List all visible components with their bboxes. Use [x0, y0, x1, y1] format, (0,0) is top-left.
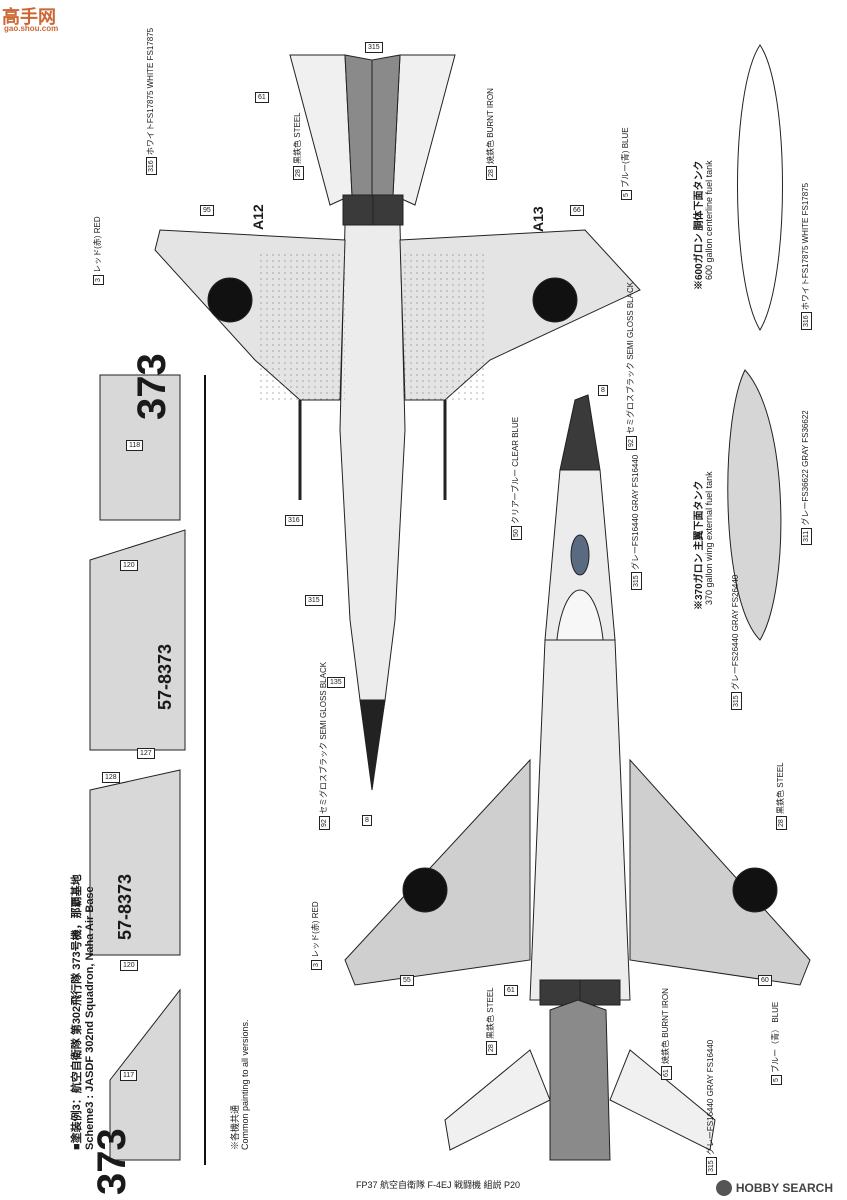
callout-steel-top: 28 黒鉄色 STEEL	[292, 112, 304, 180]
label-a13: A13	[530, 206, 546, 232]
callout-red-top: 3 レッド(赤) RED	[92, 216, 104, 285]
scheme-title-en: Scheme3 : JASDF 302nd Squadron, Naha Air…	[84, 886, 96, 1150]
decal-127: 127	[137, 748, 155, 759]
decal-120: 120	[120, 560, 138, 571]
num-66: 66	[570, 205, 584, 216]
label-a12: A12	[250, 204, 266, 230]
side-profiles	[89, 374, 186, 1161]
serial-1: 57-8373	[155, 643, 175, 710]
wing-tank-color-2: 315 グレーFS26440 GRAY FS26440	[730, 575, 742, 710]
centerline-tank	[737, 44, 783, 331]
top-view-aircraft	[154, 54, 641, 791]
centerline-tank-color: 316 ホワイトFS17875 WHITE FS17875	[800, 183, 812, 330]
callout-red-bottom: 3 レッド(赤) RED	[310, 901, 322, 970]
hobby-search-icon	[715, 1180, 732, 1196]
callout-gray-bottom: 315 グレーFS16440 GRAY FS16440	[630, 455, 642, 590]
callout-burnt-top: 28 焼鉄色 BURNT IRON	[485, 88, 497, 180]
bottom-nose	[559, 394, 601, 471]
num-8-bottom: 8	[598, 385, 608, 396]
tail-number-bottom: 373	[90, 1128, 134, 1195]
centerline-tank-title-jp: ※600ガロン 胴体下面タンク	[694, 160, 705, 290]
section-divider	[204, 375, 206, 1165]
num-61-top: 61	[255, 92, 269, 103]
centerline-tank-title-en: 600 gallon centerline fuel tank	[704, 160, 714, 280]
wing-tank-color-1: 311 グレーFS36622 GRAY FS36622	[800, 410, 812, 545]
callout-blue-bottom: 5 ブルー（青） BLUE	[770, 1002, 782, 1085]
callout-burnt-bottom: 61 焼鉄色 BURNT IRON	[660, 988, 672, 1080]
num-315-top: 315	[365, 42, 383, 53]
num-60: 60	[758, 975, 772, 986]
profile-1	[109, 988, 181, 1161]
decal-120b: 120	[120, 960, 138, 971]
decal-128: 128	[102, 772, 120, 783]
num-61-bottom: 61	[504, 985, 518, 996]
wing-tank	[727, 369, 782, 641]
profile-2	[89, 769, 181, 956]
wing-tank-title-jp: ※370ガロン 主翼下面タンク	[694, 480, 705, 610]
watermark-hobby-search: HOBBY SEARCH	[715, 1180, 833, 1196]
top-tail-right	[392, 54, 456, 206]
profile-3	[89, 529, 186, 751]
callout-semi-top: 92 セミグロスブラック SEMI GLOSS BLACK	[318, 662, 330, 830]
page-footer: FP37 航空自衛隊 F-4EJ 戦闘機 組説 P20	[356, 1180, 521, 1190]
num-55: 55	[400, 975, 414, 986]
decal-117: 117	[120, 1070, 138, 1081]
bottom-tail-right	[609, 1049, 716, 1151]
watermark-logo: 高手网	[2, 3, 56, 29]
callout-blue-top: 5 ブルー(青) BLUE	[620, 127, 632, 200]
callout-steel-bottom-2: 28 黒鉄色 STEEL	[485, 987, 497, 1055]
callout-semi-bottom: 92 セミグロスブラック SEMI GLOSS BLACK	[625, 282, 637, 450]
num-315-mid: 315	[305, 595, 323, 606]
tail-number-top: 373	[130, 353, 174, 420]
watermark-brand: 高手网	[2, 7, 56, 27]
wing-tank-title-en: 370 gallon wing external fuel tank	[704, 471, 714, 605]
num-316-top: 316	[285, 515, 303, 526]
fuel-tanks	[727, 44, 783, 641]
decal-118: 118	[126, 440, 144, 451]
serial-2: 57-8373	[115, 873, 135, 940]
callout-steel-bottom: 28 黒鉄色 STEEL	[775, 762, 787, 830]
num-8-top: 8	[362, 815, 372, 826]
callout-clear: 50 クリアーブルー CLEAR BLUE	[510, 417, 522, 540]
watermark-url: gao.shou.com	[4, 24, 59, 33]
bottom-tail-left	[444, 1049, 551, 1151]
bottom-view-aircraft	[344, 394, 811, 1161]
num-95: 95	[200, 205, 214, 216]
num-135: 135	[327, 677, 345, 688]
callout-gray-bottom-2: 315 グレーFS16440 GRAY FS16440	[705, 1040, 717, 1175]
common-note-en: Common painting to all versions.	[240, 1019, 250, 1150]
scheme-title-jp: ■塗装例3：航空自衛隊 第302飛行隊 373号機，那覇基地	[71, 874, 83, 1150]
callout-white: 316 ホワイトFS17875 WHITE FS17875	[145, 28, 157, 175]
